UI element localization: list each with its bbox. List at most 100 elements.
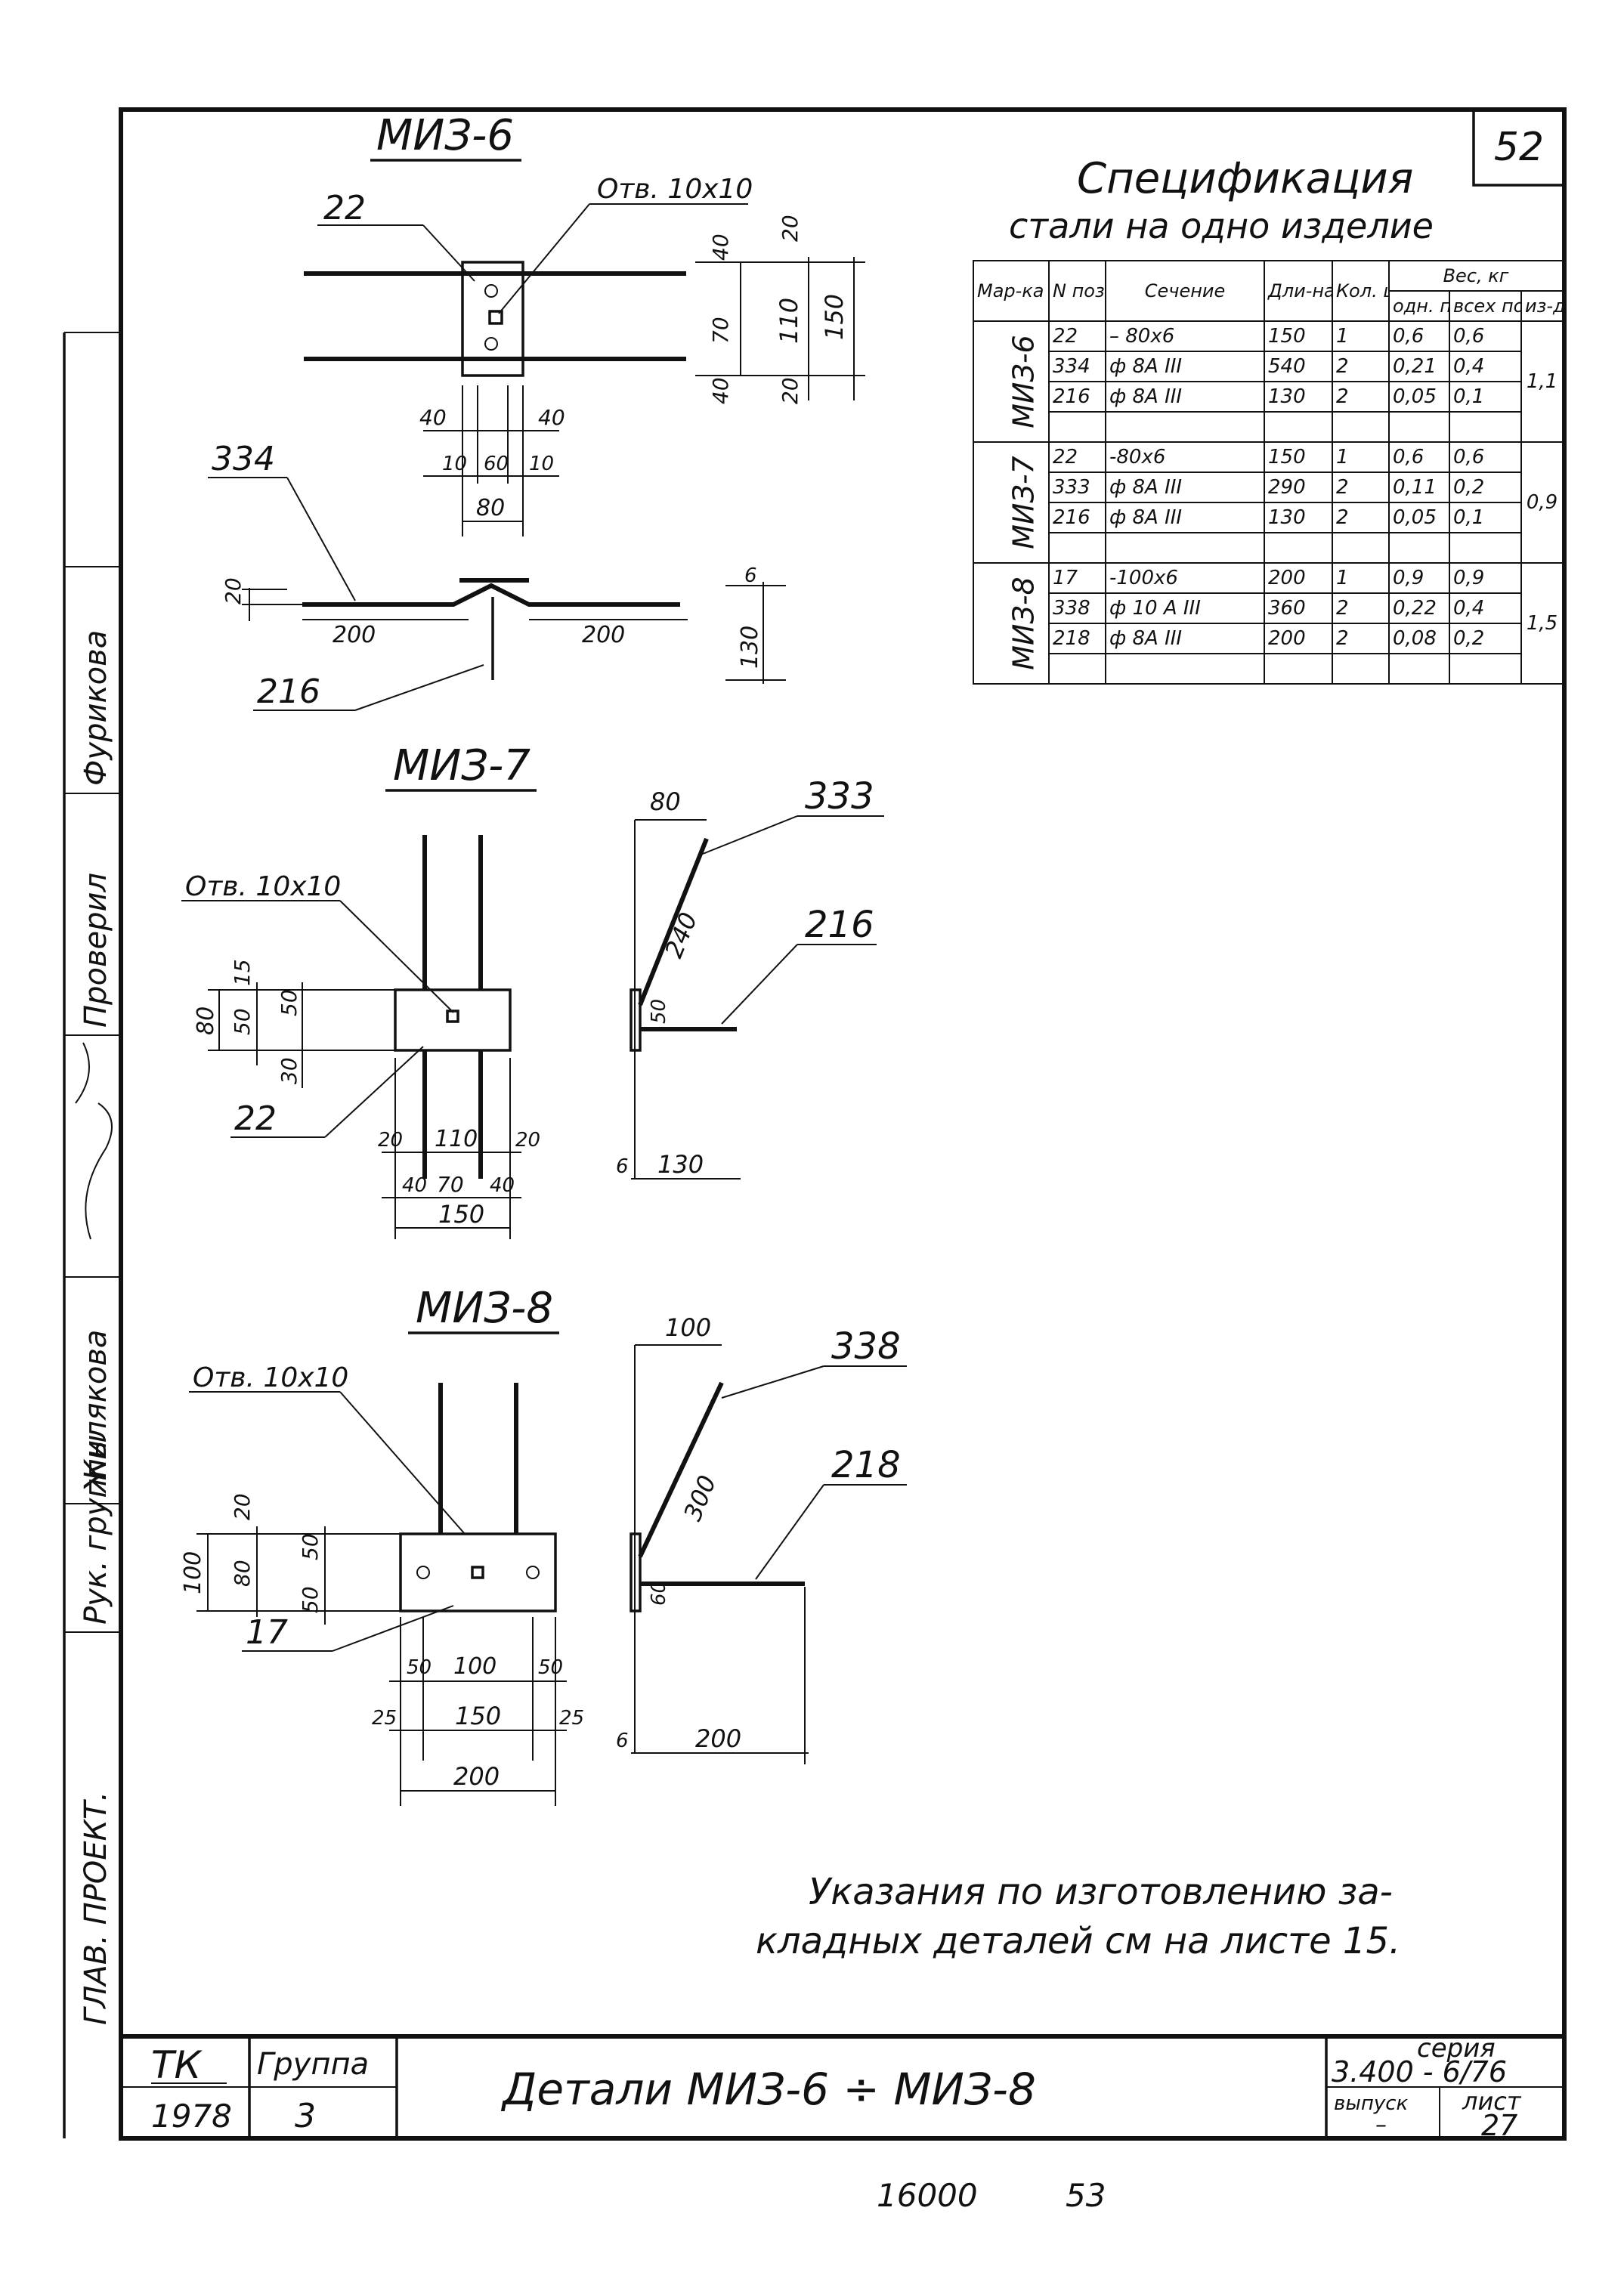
sheet-frame <box>119 107 1567 2141</box>
svg-text:40: 40 <box>490 1174 515 1197</box>
cell-w-one: 0,08 <box>1388 623 1450 654</box>
svg-text:80: 80 <box>476 495 505 521</box>
svg-text:216: 216 <box>257 672 320 711</box>
svg-text:50: 50 <box>230 1008 255 1035</box>
miz8-hole: Отв. 10х10 <box>193 1362 348 1393</box>
table-row-blank <box>973 411 1563 443</box>
svg-text:150: 150 <box>455 1702 501 1730</box>
cell-qty: 2 <box>1332 381 1390 413</box>
hdr-w-item: из-дел <box>1520 290 1564 322</box>
svg-text:10: 10 <box>529 453 554 475</box>
row-mark: МИЗ-8 <box>973 562 1050 685</box>
page-badge-box <box>1472 108 1566 187</box>
svg-text:80: 80 <box>650 787 681 816</box>
cell-blank <box>1048 532 1106 564</box>
cell-section: ф 8A III <box>1105 472 1265 503</box>
cell-section: ф 8A III <box>1105 381 1265 413</box>
cell-section: ф 8A III <box>1105 502 1265 533</box>
hdr-qty: Кол. шт. <box>1332 260 1390 322</box>
hdr-w-one: одн. поз. <box>1388 290 1450 322</box>
svg-text:20: 20 <box>221 577 246 604</box>
cell-blank <box>1264 532 1333 564</box>
miz6-hole: Отв. 10х10 <box>597 174 753 205</box>
svg-text:40: 40 <box>708 233 733 261</box>
row-mark: МИЗ-7 <box>973 441 1050 564</box>
cell-pos: 338 <box>1048 592 1106 624</box>
series-value: 3.400 - 6/76 <box>1332 2055 1507 2089</box>
cell-blank <box>1449 653 1522 685</box>
cell-w-all: 0,1 <box>1449 381 1522 413</box>
cell-blank <box>1264 411 1333 443</box>
cell-length: 200 <box>1264 562 1333 594</box>
spec-subtitle: стали на одно изделие <box>1009 206 1434 246</box>
cell-length: 290 <box>1264 472 1333 503</box>
mark-label: МИЗ-7 <box>1007 456 1041 549</box>
hdr-weight: Вес, кг <box>1388 260 1564 292</box>
cell-blank <box>1388 411 1450 443</box>
cell-blank <box>1332 411 1390 443</box>
cell-w-all: 0,2 <box>1449 472 1522 503</box>
cell-length: 150 <box>1264 441 1333 473</box>
cell-w-one: 0,11 <box>1388 472 1450 503</box>
note-line-2: кладных деталей см на листе 15. <box>756 1920 1400 1962</box>
svg-text:20: 20 <box>515 1129 540 1152</box>
cell-w-one: 0,05 <box>1388 502 1450 533</box>
miz7-title: МИЗ-7 <box>393 741 531 790</box>
svg-text:40: 40 <box>538 405 565 430</box>
svg-text:240: 240 <box>659 908 703 962</box>
cell-blank <box>1048 653 1106 685</box>
cell-length: 130 <box>1264 381 1333 413</box>
hdr-section: Сечение <box>1105 260 1265 322</box>
cell-blank <box>1449 411 1522 443</box>
cell-length: 360 <box>1264 592 1333 624</box>
cell-pos: 216 <box>1048 502 1106 533</box>
miz7-hole: Отв. 10х10 <box>185 871 341 902</box>
svg-text:110: 110 <box>435 1126 478 1152</box>
svg-text:40: 40 <box>419 405 447 430</box>
svg-text:338: 338 <box>831 1325 901 1368</box>
cell-item-total: 1,1 <box>1520 320 1564 443</box>
svg-text:6: 6 <box>616 1155 629 1178</box>
svg-text:200: 200 <box>695 1724 741 1753</box>
svg-text:130: 130 <box>737 626 763 669</box>
miz8-plate <box>399 1532 557 1612</box>
svg-text:20: 20 <box>778 377 803 404</box>
cell-w-one: 0,6 <box>1388 441 1450 473</box>
cell-pos: 333 <box>1048 472 1106 503</box>
miz7-drawing: МИЗ-7 Отв. 10х10 15 80 50 50 30 20 110 2… <box>181 741 884 1239</box>
svg-text:100: 100 <box>665 1313 711 1342</box>
svg-text:17: 17 <box>246 1613 288 1652</box>
miz6-drawing: МИЗ-6 Отв. 10х10 22 40 20 70 110 150 40 … <box>208 111 865 711</box>
year: 1978 <box>151 2098 232 2135</box>
hdr-w-all: всех поз. <box>1449 290 1522 322</box>
table-row-blank <box>973 653 1563 685</box>
issue-value: – <box>1375 2112 1387 2138</box>
cell-w-one: 0,6 <box>1388 320 1450 352</box>
svg-text:70: 70 <box>437 1172 464 1197</box>
svg-text:334: 334 <box>212 440 275 478</box>
cell-pos: 22 <box>1048 320 1106 352</box>
svg-text:110: 110 <box>775 298 803 344</box>
issue-label: выпуск <box>1334 2092 1409 2115</box>
svg-text:218: 218 <box>831 1444 901 1486</box>
cell-section: -100х6 <box>1105 562 1265 594</box>
left-label-3: Фурикова <box>79 630 113 786</box>
svg-text:50: 50 <box>407 1656 432 1679</box>
cell-pos: 216 <box>1048 381 1106 413</box>
cell-qty: 2 <box>1332 502 1390 533</box>
svg-text:70: 70 <box>708 317 733 344</box>
miz8-title: МИЗ-8 <box>416 1284 553 1333</box>
cell-blank <box>1105 653 1265 685</box>
org-mark: ТК <box>151 2043 203 2087</box>
cell-length: 150 <box>1264 320 1333 352</box>
svg-text:80: 80 <box>230 1560 255 1587</box>
svg-text:22: 22 <box>234 1099 277 1138</box>
svg-text:200: 200 <box>582 622 625 648</box>
svg-text:50: 50 <box>298 1533 323 1560</box>
svg-text:333: 333 <box>805 775 874 818</box>
